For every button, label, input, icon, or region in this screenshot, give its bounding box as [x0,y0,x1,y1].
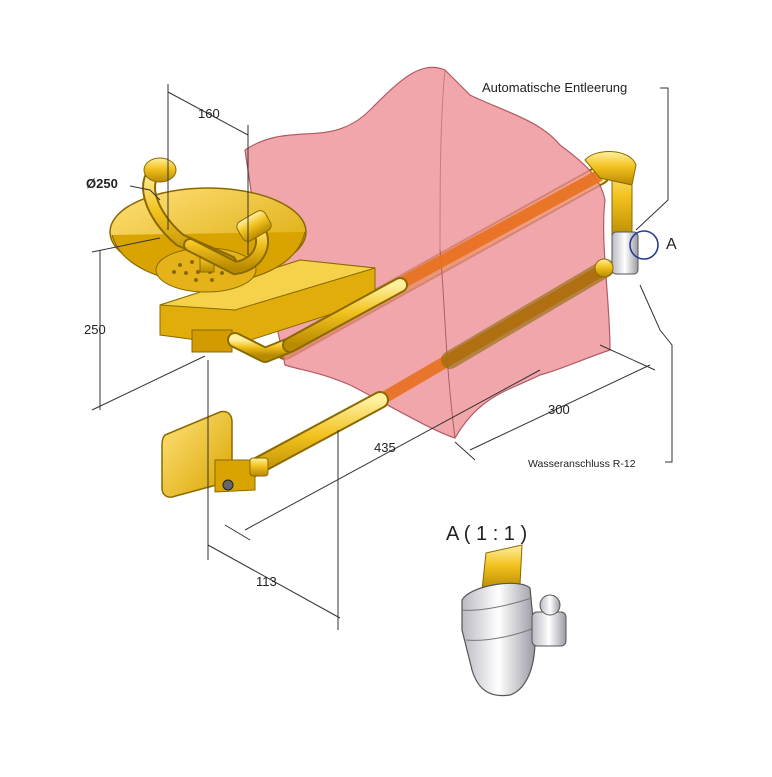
right-riser-pipe [584,151,639,278]
foot-pedal [161,410,269,498]
label-water-connection: Wasseranschluss R-12 [528,458,636,470]
detail-view-valve [461,544,567,697]
wall-bracket [159,259,376,353]
detail-marker-label: A [666,236,677,253]
wall-section [244,66,611,439]
detail-marker-circle: A [629,230,677,260]
detail-title: A ( 1 : 1 ) [446,523,527,545]
dim-250: 250 [84,322,106,337]
dimension-lines [91,84,673,630]
dim-300: 300 [548,402,570,417]
dim-435: 435 [374,440,396,455]
dim-diameter-250: Ø250 [86,176,118,191]
elbow-pipe [227,277,408,363]
dim-113: 113 [256,574,277,589]
label-auto-drain: Automatische Entleerung [482,80,627,95]
dim-160: 160 [198,106,220,121]
